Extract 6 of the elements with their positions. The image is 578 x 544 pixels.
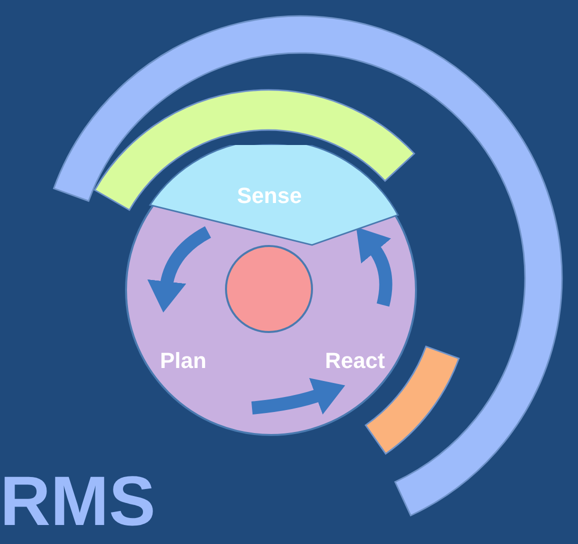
curved-arrow <box>356 226 392 306</box>
heading-text: RMS <box>0 466 156 536</box>
stage-label: React <box>325 349 407 373</box>
curved-arrow <box>251 378 346 415</box>
stage-label: Plan <box>160 349 226 373</box>
sector-label: Sense <box>237 185 302 207</box>
